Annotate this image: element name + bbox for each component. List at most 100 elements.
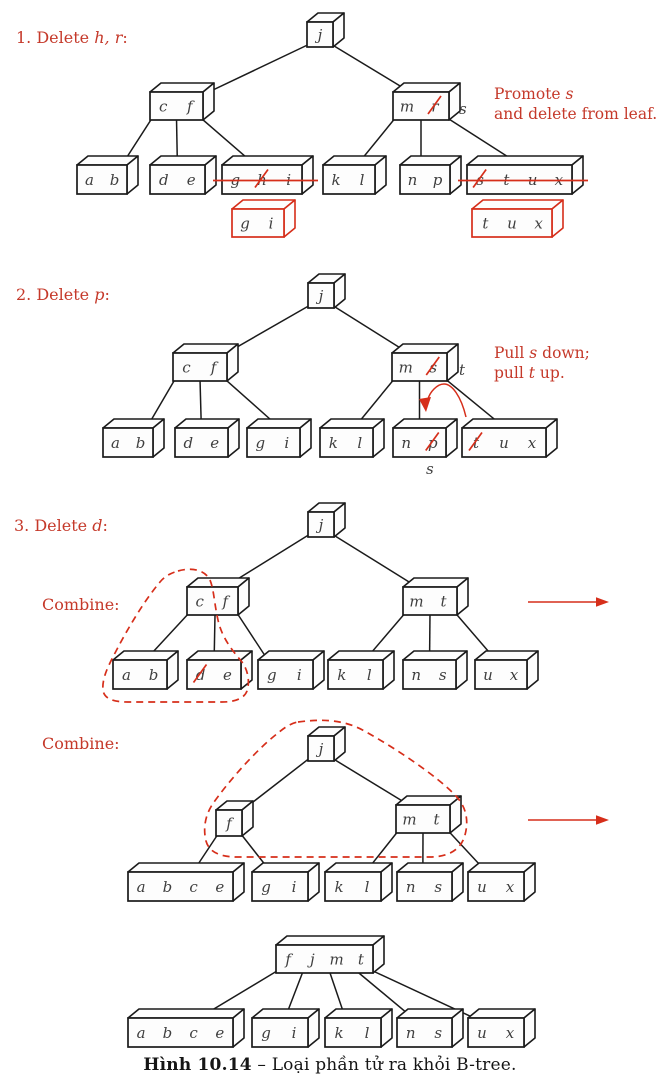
tree-node [327, 659, 384, 690]
tree-node [149, 91, 204, 121]
tree-node [402, 659, 457, 690]
node-box-top [127, 862, 245, 873]
node-key: c [189, 1024, 198, 1042]
node-key: m [399, 359, 413, 377]
node-key: c [159, 98, 168, 116]
tree-node [306, 21, 334, 48]
tree-node [251, 871, 309, 902]
tree-node [149, 164, 206, 195]
node-key: f [186, 98, 195, 116]
tree-node [307, 511, 335, 538]
node-key: a [137, 878, 146, 896]
node-key: f [210, 359, 219, 377]
node-key: e [223, 666, 232, 684]
tree-node [324, 1017, 382, 1048]
node-key: t [473, 434, 480, 452]
figure-caption: Hình 10.14 – Loại phần tử ra khỏi B-tree… [0, 1055, 660, 1075]
node-key: a [122, 666, 131, 684]
combine-outline [203, 719, 468, 858]
tree-node [127, 1017, 234, 1048]
move-arrow [427, 383, 467, 418]
step-label: Pull s down; [494, 344, 590, 362]
tree-node [399, 164, 451, 195]
node-key: j [316, 516, 324, 534]
node-key: i [292, 878, 297, 896]
delete-slash [468, 432, 483, 451]
deleted-keys-box [471, 208, 553, 238]
node-key: x [534, 215, 543, 233]
node-key: j [315, 26, 323, 44]
node-box-top [127, 1008, 245, 1019]
node-key: l [360, 171, 365, 189]
node-key: b [149, 666, 159, 684]
node-key: u [483, 666, 493, 684]
node-box-top [275, 935, 385, 946]
caption-number: Hình 10.14 [143, 1055, 252, 1075]
delete-slash [427, 95, 442, 115]
node-key: a [85, 171, 94, 189]
node-key: l [357, 434, 362, 452]
tree-node [251, 1017, 309, 1048]
promoted-key-label: t [459, 361, 466, 379]
step-label: Combine: [42, 595, 120, 614]
pulled-down-key-label: s [426, 460, 434, 478]
node-key: c [189, 878, 198, 896]
transform-arrowhead [596, 597, 609, 607]
node-key: m [400, 98, 414, 116]
node-key: t [440, 593, 447, 611]
node-key: p [433, 171, 443, 189]
node-key: s [429, 359, 437, 377]
node-key: n [406, 878, 416, 896]
move-arrowhead [419, 397, 431, 412]
tree-node [257, 659, 314, 690]
node-key: b [163, 878, 173, 896]
tree-node [76, 164, 128, 195]
node-key: n [408, 171, 418, 189]
node-key: r [431, 98, 439, 116]
step-label: 2. Delete p: [16, 285, 110, 304]
deleted-keys-box-top [471, 199, 564, 210]
node-key: b [110, 171, 120, 189]
tree-node [402, 586, 458, 616]
node-key: x [528, 434, 537, 452]
node-key: e [215, 1024, 224, 1042]
node-key: x [510, 666, 519, 684]
node-key: f [225, 815, 234, 833]
tree-node [307, 282, 335, 309]
node-key: f [221, 593, 230, 611]
node-key: g [267, 666, 277, 684]
node-key: d [196, 666, 206, 684]
node-key: l [365, 1024, 370, 1042]
node-key: g [240, 215, 250, 233]
step-label: 1. Delete h, r: [16, 28, 128, 47]
node-key: e [187, 171, 196, 189]
node-key: g [255, 434, 265, 452]
tree-node [174, 427, 229, 458]
node-key: j [307, 951, 315, 969]
node-key: l [365, 878, 370, 896]
node-key: p [428, 434, 438, 452]
node-key: i [297, 666, 302, 684]
node-key: s [434, 1024, 442, 1042]
step-label: Promote s [494, 85, 574, 103]
node-box-top [461, 418, 558, 429]
tree-node [467, 1017, 525, 1048]
node-key: e [215, 878, 224, 896]
delete-slash [254, 169, 269, 188]
node-key: b [163, 1024, 173, 1042]
node-box-top [466, 155, 584, 166]
tree-node [466, 164, 573, 195]
node-key: e [210, 434, 219, 452]
node-key: c [182, 359, 191, 377]
node-key: d [159, 171, 169, 189]
node-key: d [183, 434, 193, 452]
step-label: pull t up. [494, 364, 565, 382]
node-key: i [284, 434, 289, 452]
node-key: t [433, 811, 440, 829]
step-label: 3. Delete d: [14, 516, 108, 535]
node-key: n [411, 666, 421, 684]
node-key: k [337, 666, 346, 684]
tree-node [467, 871, 525, 902]
node-key: i [292, 1024, 297, 1042]
tree-node [392, 427, 447, 458]
